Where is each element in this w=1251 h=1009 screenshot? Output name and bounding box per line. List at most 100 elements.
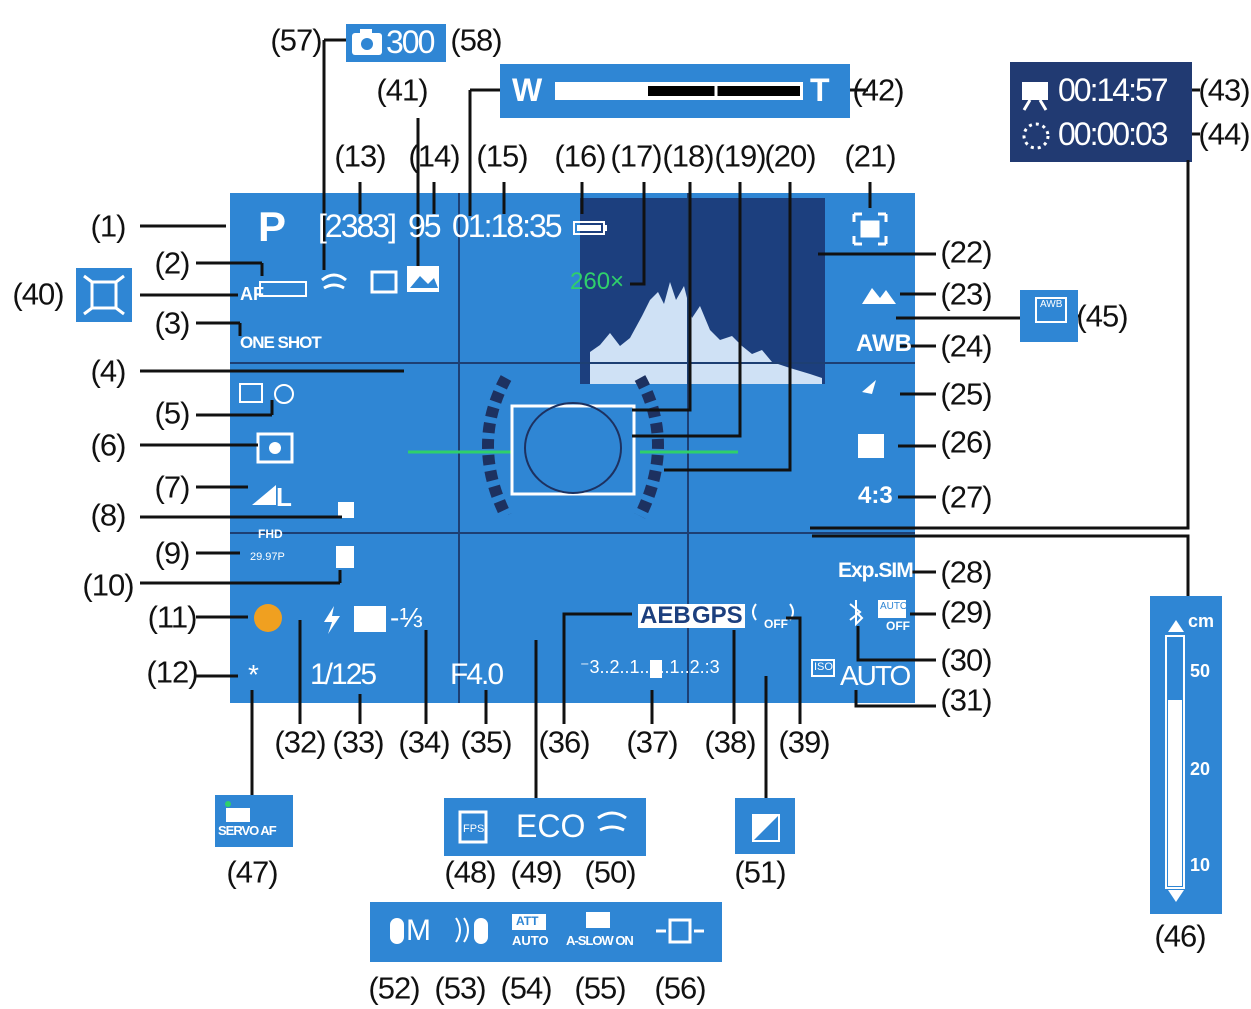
image-quality-size: L <box>276 482 292 512</box>
callout-30: (30) <box>940 642 992 678</box>
iso-label: ISO <box>814 661 833 673</box>
exposure-level-marker <box>650 660 662 678</box>
battery-icon <box>573 221 607 235</box>
auto-lighting-value: AUTO <box>880 601 908 612</box>
callout-35: (35) <box>460 724 512 760</box>
callout-21: (21) <box>844 138 896 174</box>
electronic-level <box>408 375 738 519</box>
ae-lock-icon: * <box>248 659 259 690</box>
callout-23: (23) <box>940 276 992 312</box>
white-balance-value: AWB <box>856 330 912 357</box>
callout-4: (4) <box>90 353 127 389</box>
callout-42: (42) <box>852 72 904 108</box>
white-balance-shift-icon <box>862 380 876 394</box>
callout-3: (3) <box>154 305 191 341</box>
movie-size-top: FHD <box>258 527 283 541</box>
interval-time: 00:00:03 <box>1058 116 1169 152</box>
zone-af-icon <box>83 274 125 316</box>
movie-digital-is-icon <box>597 811 627 832</box>
time-remaining: 01:18:35 <box>452 208 563 244</box>
callout-16: (16) <box>554 138 606 174</box>
callout-2: (2) <box>154 245 191 281</box>
auto-lighting-icon <box>878 600 906 618</box>
digital-lens-optimizer-icon <box>336 546 354 568</box>
callout-53: (53) <box>434 970 486 1006</box>
callout-51: (51) <box>734 854 786 890</box>
drive-mode-icon <box>370 270 398 294</box>
shooting-mode: P <box>258 203 287 250</box>
digital-is-icon <box>668 918 692 944</box>
callout-26: (26) <box>940 424 992 460</box>
callout-29: (29) <box>940 594 992 630</box>
callout-46: (46) <box>1154 918 1206 954</box>
movie-recording-time: 00:14:57 <box>1058 72 1169 108</box>
callout-10: (10) <box>82 567 134 603</box>
servo-af-label: SERVO AF <box>218 823 277 838</box>
exposure-simulation: Exp.SIM <box>838 559 914 582</box>
attenuator-label: ATT <box>516 914 539 928</box>
shots-remaining: [2383] <box>318 208 397 244</box>
distance-50: 50 <box>1190 661 1211 681</box>
single-shot-icon <box>239 383 263 403</box>
callout-37: (37) <box>626 724 678 760</box>
movie-time-panel <box>1010 62 1192 162</box>
distance-20: 20 <box>1190 759 1211 779</box>
awb-box-label: AWB <box>1040 299 1063 310</box>
callout-27: (27) <box>940 479 992 515</box>
callout-5: (5) <box>154 395 191 431</box>
callout-8: (8) <box>90 497 127 533</box>
callout-34: (34) <box>398 724 450 760</box>
iso-box-icon <box>811 659 835 677</box>
af-operation: ONE SHOT <box>240 333 322 352</box>
hdr-off-value: OFF <box>886 619 910 633</box>
microphone-icon <box>390 918 404 944</box>
callout-33: (33) <box>332 724 384 760</box>
callout-9: (9) <box>154 535 191 571</box>
callout-24: (24) <box>940 328 992 364</box>
spot-metering-circle <box>524 402 622 494</box>
wifi-off-value: OFF <box>764 617 788 631</box>
callout-11: (11) <box>147 599 198 635</box>
wind-filter-icon <box>474 918 488 944</box>
callout-40: (40) <box>12 276 64 312</box>
leader-lines <box>140 38 1200 798</box>
callout-22: (22) <box>940 234 992 270</box>
aeb-indicator: AEB <box>638 602 693 629</box>
callout-20: (20) <box>764 138 816 174</box>
creative-assist-icon <box>254 604 282 632</box>
callout-58: (58) <box>450 22 502 58</box>
callout-18: (18) <box>662 138 714 174</box>
aspect-ratio: 4:3 <box>858 482 893 509</box>
exposure-level-scale: ⁻3..2..1..0..1..2.:3 <box>580 657 720 677</box>
flash-exposure-comp-value: -⅓ <box>390 602 423 633</box>
interval-timer-icon <box>1022 122 1050 150</box>
movie-camera-icon <box>1022 82 1048 111</box>
callout-44: (44) <box>1198 116 1250 152</box>
callout-57: (57) <box>270 22 322 58</box>
fps-icon <box>458 810 488 844</box>
touch-shutter-off-icon <box>338 502 354 518</box>
evaluative-metering-icon <box>256 432 294 464</box>
distance-10: 10 <box>1190 855 1211 875</box>
face-frame-icon <box>852 212 888 246</box>
attenuator-auto: AUTO <box>512 933 549 948</box>
attenuator-icon <box>512 914 546 930</box>
auto-slow-label: A-SLOW ON <box>566 933 634 948</box>
iso-value: AUTO <box>840 660 911 691</box>
auto-slow-shutter-icon <box>586 912 610 928</box>
callout-49: (49) <box>510 854 562 890</box>
callout-31: (31) <box>940 682 992 718</box>
callout-17: (17) <box>610 138 662 174</box>
eco-label: ECO <box>516 808 586 844</box>
callout-43: (43) <box>1198 72 1250 108</box>
distance-scale-panel <box>1150 596 1222 914</box>
histogram-curve <box>590 282 822 384</box>
fps-label: FPS <box>463 823 485 835</box>
callout-56: (56) <box>654 970 706 1006</box>
zoom-tele-label: T <box>810 72 830 108</box>
callout-50: (50) <box>584 854 636 890</box>
zoom-ratio: 260× <box>570 268 625 295</box>
callout-14: (14) <box>408 138 460 174</box>
callout-55: (55) <box>574 970 626 1006</box>
